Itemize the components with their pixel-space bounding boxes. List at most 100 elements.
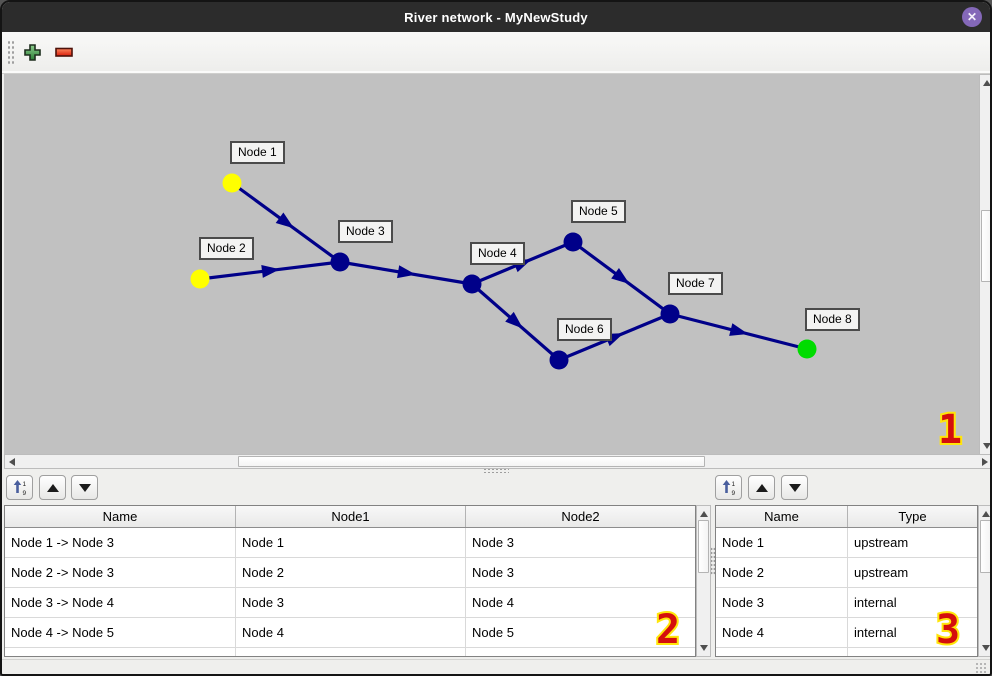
edges-table-cell[interactable]	[5, 648, 236, 656]
nodes-scroll-thumb[interactable]	[980, 520, 990, 573]
edges-table-cell[interactable]	[236, 648, 466, 656]
edges-table-cell[interactable]: Node 2	[236, 558, 466, 588]
column-header-name[interactable]: Name	[716, 506, 848, 527]
node-node7[interactable]	[660, 304, 680, 324]
resize-grip[interactable]	[975, 662, 987, 674]
svg-text:9: 9	[731, 490, 735, 496]
nodes-move-down-button[interactable]	[781, 475, 808, 500]
column-header-type[interactable]: Type	[898, 509, 927, 524]
column-header-node1[interactable]: Node1	[236, 506, 466, 527]
nodes-table-cell[interactable]: Node 1	[716, 528, 848, 558]
network-diagram	[190, 173, 817, 370]
canvas-vertical-scrollbar[interactable]	[979, 74, 990, 455]
canvas-hscroll-thumb[interactable]	[238, 456, 705, 467]
nodes-table-cell[interactable]: Node 3	[716, 588, 848, 618]
toolbar-grip-handle[interactable]	[7, 40, 15, 66]
edges-table-cell[interactable]	[466, 648, 695, 656]
node-node4[interactable]	[462, 274, 482, 294]
close-icon: ✕	[966, 10, 978, 24]
edges-table-cell[interactable]: Node 1	[236, 528, 466, 558]
nodes-table-cell[interactable]: upstream	[848, 558, 977, 588]
edges-table-cell[interactable]: Node 3	[236, 588, 466, 618]
vertical-splitter-handle[interactable]	[710, 547, 715, 575]
node-node3[interactable]	[330, 252, 350, 272]
titlebar[interactable]: River network - MyNewStudy ✕	[2, 2, 990, 32]
edges-table-cell[interactable]: Node 1 -> Node 3	[5, 528, 236, 558]
nodes-table-cell[interactable]: upstream	[848, 528, 977, 558]
edges-table-cell[interactable]: Node 4	[466, 588, 695, 618]
sort-1-9-icon: 1 9	[722, 480, 735, 496]
node-label-node8: Node 8	[805, 308, 860, 331]
main-toolbar	[2, 32, 990, 74]
node-label-node5: Node 5	[571, 200, 626, 223]
edges-table-cell[interactable]: Node 4 -> Node 5	[5, 618, 236, 648]
sort-1-9-icon: 1 9	[13, 480, 26, 496]
node-label-node2: Node 2	[199, 237, 254, 260]
edges-table-cell[interactable]: Node 5	[466, 618, 695, 648]
scroll-left-icon[interactable]	[9, 458, 15, 466]
node-node1[interactable]	[222, 173, 242, 193]
edges-table-scrollbar[interactable]	[696, 505, 711, 657]
nodes-table-cell[interactable]: Node 4	[716, 618, 848, 648]
scroll-up-icon[interactable]	[700, 511, 708, 517]
nodes-table-cell[interactable]: internal	[848, 588, 977, 618]
edges-table-row[interactable]	[5, 648, 695, 656]
close-button[interactable]: ✕	[962, 7, 982, 27]
node-label-node3: Node 3	[338, 220, 393, 243]
edges-table-cell[interactable]: Node 3 -> Node 4	[5, 588, 236, 618]
edges-table-cell[interactable]: Node 3	[466, 558, 695, 588]
scroll-down-icon[interactable]	[700, 645, 708, 651]
canvas-vscroll-thumb[interactable]	[981, 210, 990, 282]
nodes-table-cell[interactable]: Node 2	[716, 558, 848, 588]
horizontal-splitter-handle[interactable]	[483, 468, 509, 473]
node-node2[interactable]	[190, 269, 210, 289]
nodes-table-row[interactable]	[716, 648, 977, 656]
remove-node-button[interactable]	[52, 40, 76, 64]
nodes-table-cell[interactable]	[848, 648, 977, 656]
canvas-horizontal-scrollbar[interactable]	[4, 454, 990, 469]
add-node-button[interactable]	[20, 40, 44, 64]
nodes-table-scrollbar[interactable]	[978, 505, 990, 657]
nodes-table-cell[interactable]	[716, 648, 848, 656]
minus-icon	[55, 47, 73, 57]
node-node5[interactable]	[563, 232, 583, 252]
edges-move-down-button[interactable]	[71, 475, 98, 500]
edges-scroll-thumb[interactable]	[698, 520, 709, 573]
plus-icon	[23, 43, 41, 61]
scroll-down-icon[interactable]	[983, 443, 990, 449]
scroll-up-icon[interactable]	[983, 80, 990, 86]
node-node6[interactable]	[549, 350, 569, 370]
flow-direction-arrow-icon	[397, 265, 416, 279]
nodes-table-cell[interactable]: internal	[848, 618, 977, 648]
edges-table-cell[interactable]: Node 4	[236, 618, 466, 648]
edges-sort-button[interactable]: 1 9	[6, 475, 33, 500]
node-label-node6: Node 6	[557, 318, 612, 341]
nodes-move-up-button[interactable]	[748, 475, 775, 500]
scroll-down-icon[interactable]	[982, 645, 990, 651]
column-header-name[interactable]: Name	[5, 506, 236, 527]
edges-move-up-button[interactable]	[39, 475, 66, 500]
scroll-up-icon[interactable]	[982, 511, 990, 517]
nodes-sort-button[interactable]: 1 9	[715, 475, 742, 500]
scroll-right-icon[interactable]	[982, 458, 988, 466]
flow-direction-arrow-icon	[275, 212, 295, 229]
node-node8[interactable]	[797, 339, 817, 359]
column-header-node2[interactable]: Node2	[561, 509, 600, 524]
svg-text:1: 1	[22, 481, 26, 488]
edges-table-cell[interactable]: Node 3	[466, 528, 695, 558]
edges-table-cell[interactable]: Node 2 -> Node 3	[5, 558, 236, 588]
